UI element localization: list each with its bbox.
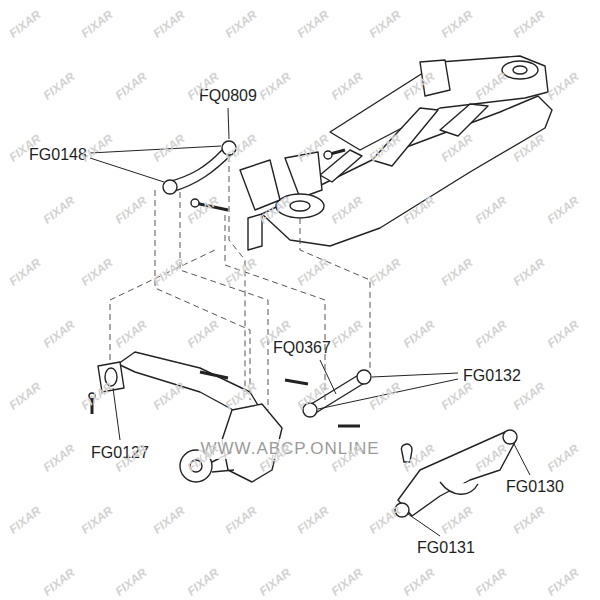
brand-watermark: FIXAR	[367, 379, 404, 412]
brand-watermark: FIXAR	[401, 565, 438, 598]
brand-watermark: FIXAR	[223, 503, 260, 536]
upper-link	[168, 150, 232, 192]
cross-tube	[440, 104, 488, 136]
brand-watermark: FIXAR	[439, 255, 476, 288]
brand-watermark: FIXAR	[545, 69, 582, 102]
brand-watermark: FIXAR	[329, 317, 366, 350]
bolt-head	[324, 151, 332, 159]
brand-watermark: FIXAR	[185, 565, 222, 598]
subframe-member	[262, 96, 552, 246]
brand-watermark: FIXAR	[151, 7, 188, 40]
brand-watermark: FIXAR	[79, 379, 116, 412]
brand-watermark: FIXAR	[79, 503, 116, 536]
brand-watermark: FIXAR	[257, 69, 294, 102]
assembly-line	[180, 192, 268, 410]
brand-watermark: FIXAR	[223, 255, 260, 288]
callout-number: FQ0367	[273, 339, 331, 357]
brand-watermark: FIXAR	[295, 255, 332, 288]
brand-watermark: FIXAR	[473, 565, 510, 598]
leader-line	[514, 444, 530, 475]
brand-watermark: FIXAR	[41, 317, 78, 350]
callout-number: FG0148	[29, 146, 87, 164]
spring-seat	[440, 482, 478, 494]
brand-watermark: FIXAR	[113, 565, 150, 598]
callout-number: FG0130	[506, 478, 564, 496]
brand-watermark: FIXAR	[511, 503, 548, 536]
assembly-line	[155, 190, 250, 400]
brand-watermark: FIXAR	[151, 379, 188, 412]
brand-watermark: FIXAR	[367, 503, 404, 536]
brand-watermark: FIXAR	[439, 379, 476, 412]
brand-watermark: FIXAR	[473, 317, 510, 350]
brand-watermark: FIXAR	[545, 565, 582, 598]
brand-watermark: FIXAR	[113, 69, 150, 102]
brand-watermark: FIXAR	[113, 193, 150, 226]
brand-watermark: FIXAR	[545, 441, 582, 474]
brand-watermark: FIXAR	[439, 7, 476, 40]
brand-watermark: FIXAR	[7, 255, 44, 288]
link-bushing	[163, 180, 177, 194]
brand-watermark: FIXAR	[223, 7, 260, 40]
brand-watermark: FIXAR	[545, 317, 582, 350]
brand-watermark: FIXAR	[473, 193, 510, 226]
brand-watermark: FIXAR	[185, 317, 222, 350]
brand-watermark: FIXAR	[401, 317, 438, 350]
brand-watermark: FIXAR	[41, 69, 78, 102]
brand-watermark: FIXAR	[41, 441, 78, 474]
brand-watermark: FIXAR	[7, 379, 44, 412]
leader-line	[113, 388, 120, 440]
brand-watermark: FIXAR	[79, 255, 116, 288]
leader-line	[90, 158, 164, 182]
brand-watermark: FIXAR	[185, 193, 222, 226]
brand-watermark: FIXAR	[41, 565, 78, 598]
leader-line	[228, 108, 229, 139]
brand-watermark: FIXAR	[511, 379, 548, 412]
lower-arm	[398, 432, 516, 516]
brand-watermark: FIXAR	[41, 193, 78, 226]
mount-bushing	[502, 61, 538, 79]
brand-watermark: FIXAR	[439, 503, 476, 536]
brand-watermark: FIXAR	[329, 565, 366, 598]
link-bushing	[357, 370, 371, 384]
mount-bushing	[513, 66, 527, 74]
callout-number: FG0131	[417, 539, 475, 557]
brand-watermark: FIXAR	[367, 255, 404, 288]
brand-watermark: FIXAR	[257, 565, 294, 598]
leader-line	[408, 514, 440, 536]
brand-watermark: FIXAR	[295, 7, 332, 40]
leader-line	[372, 373, 458, 377]
brand-watermark: FIXAR	[367, 7, 404, 40]
brand-watermark: FIXAR	[79, 131, 116, 164]
cross-tube	[320, 150, 362, 182]
bolt	[200, 372, 308, 384]
brand-watermark: FIXAR	[151, 255, 188, 288]
brand-watermark: FIXAR	[295, 503, 332, 536]
bolt	[338, 425, 360, 428]
arm-bushing	[503, 430, 517, 444]
mount-bushing	[290, 201, 310, 211]
brand-watermark: FIXAR	[223, 131, 260, 164]
brand-watermark: FIXAR	[545, 193, 582, 226]
assembly-line	[225, 215, 325, 400]
brand-watermark: FIXAR	[151, 503, 188, 536]
brand-watermark: FIXAR	[329, 69, 366, 102]
brand-watermark: FIXAR	[511, 255, 548, 288]
brand-watermark: FIXAR	[7, 7, 44, 40]
brand-watermark: FIXAR	[511, 7, 548, 40]
brand-watermark: FIXAR	[7, 503, 44, 536]
brand-watermark: FIXAR	[113, 317, 150, 350]
callout-number: FG0132	[463, 367, 521, 385]
brand-watermark: FIXAR	[79, 7, 116, 40]
